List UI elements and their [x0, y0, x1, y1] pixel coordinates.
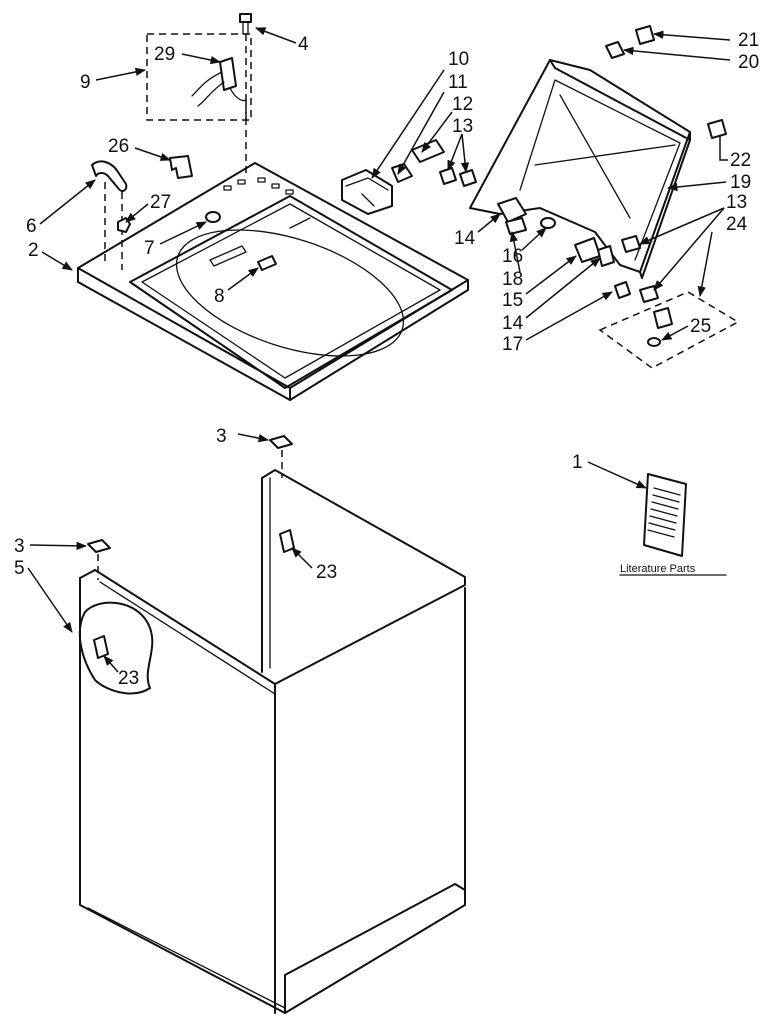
callout-20: 20	[738, 52, 759, 73]
callout-14-upper: 14	[454, 228, 476, 249]
pad-3-lower	[87, 539, 111, 580]
callout-8: 8	[214, 286, 225, 307]
callout-numbers: 1 2 3 3 4 5 6 7 8 9 10 11 12 13 13 14 14…	[14, 30, 759, 689]
callout-17: 17	[502, 334, 523, 355]
leader-lines	[27, 27, 731, 673]
callout-23-lower: 23	[118, 668, 139, 689]
callout-16: 16	[502, 246, 523, 267]
callout-13-upper: 13	[452, 116, 473, 137]
screw-13b	[459, 169, 477, 187]
callout-15: 15	[502, 290, 523, 311]
callout-6: 6	[26, 216, 37, 237]
callout-12: 12	[452, 94, 473, 115]
callout-23-upper: 23	[316, 562, 337, 583]
clip-26	[169, 155, 193, 179]
bracket-10-11	[341, 163, 413, 215]
cutaway-view	[78, 601, 154, 695]
callout-3-upper: 3	[216, 426, 227, 447]
screw-23-lower	[93, 635, 109, 659]
callout-5: 5	[14, 558, 25, 579]
callout-4: 4	[298, 34, 309, 55]
callout-2: 2	[28, 240, 39, 261]
screw-13a	[439, 167, 457, 185]
hinge-assembly-right	[574, 237, 615, 267]
callout-19: 19	[730, 172, 751, 193]
callout-25: 25	[690, 316, 711, 337]
literature-booklet: Literature Parts	[619, 473, 727, 576]
callout-7: 7	[144, 238, 155, 259]
callout-22: 22	[730, 150, 751, 171]
foot-kit-24	[598, 291, 740, 369]
cabinet	[79, 469, 466, 1014]
callout-21: 21	[738, 30, 759, 51]
callout-14-lower: 14	[502, 313, 524, 334]
plug-8	[257, 255, 277, 271]
callout-18: 18	[502, 269, 523, 290]
grommet-7	[205, 211, 221, 223]
callout-9: 9	[80, 72, 91, 93]
top-panel	[77, 162, 469, 401]
hinge-clip-6	[91, 160, 128, 270]
callout-26: 26	[108, 136, 129, 157]
callout-1: 1	[572, 452, 583, 473]
bumper-20	[605, 41, 625, 59]
lid-switch-assembly	[146, 33, 252, 121]
screw-13c	[621, 235, 641, 253]
literature-caption: Literature Parts	[620, 563, 696, 575]
callout-24: 24	[726, 214, 748, 235]
bumper-21	[635, 25, 655, 45]
pad-3-upper	[269, 435, 293, 478]
callout-29: 29	[154, 44, 175, 65]
hinge-assembly-left	[497, 197, 556, 235]
callout-3-lower: 3	[14, 536, 25, 557]
callout-11: 11	[448, 72, 468, 93]
screw-4	[239, 13, 252, 175]
callout-13-right: 13	[726, 192, 747, 213]
screw-22	[707, 119, 727, 139]
spacer-17	[614, 281, 631, 299]
callout-10: 10	[448, 49, 469, 70]
callout-27: 27	[150, 192, 171, 213]
